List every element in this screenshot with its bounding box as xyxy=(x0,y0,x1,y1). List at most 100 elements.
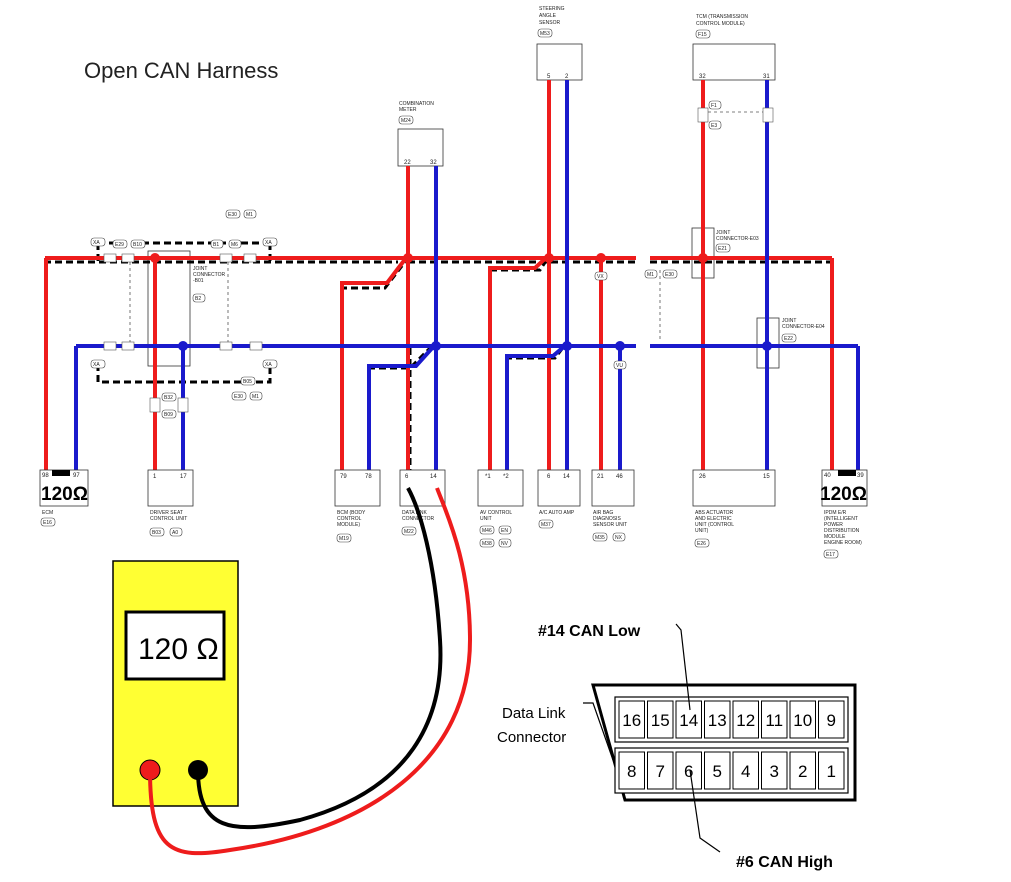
svg-text:31: 31 xyxy=(763,74,770,80)
svg-text:ENGINE ROOM): ENGINE ROOM) xyxy=(824,540,862,546)
can-low-callout: #14 CAN Low xyxy=(538,623,641,640)
svg-text:DATA LINK: DATA LINK xyxy=(402,510,427,516)
dlc-pin-cell xyxy=(618,700,645,739)
red-probe-lead[interactable] xyxy=(148,487,473,856)
svg-text:14: 14 xyxy=(563,474,570,480)
dlc-pin-number-top_row: 14 xyxy=(679,711,698,730)
driver-seat-control-unit: 1 17 DRIVER SEAT CONTROL UNIT B03 A0 xyxy=(147,469,194,537)
splice-dots xyxy=(150,253,772,351)
dlc-pin-cell xyxy=(732,700,759,739)
dlc-label-line2: Connector xyxy=(497,729,566,746)
svg-text:F15: F15 xyxy=(698,32,707,38)
svg-text:98: 98 xyxy=(42,473,49,479)
dlc-label-line1: Data Link xyxy=(502,705,566,722)
dlc-pin-number-bottom_row: 8 xyxy=(627,762,636,781)
svg-text:B09: B09 xyxy=(164,412,173,418)
ipdm-resistor-label: 120Ω xyxy=(820,484,867,505)
dlc-pin-cell xyxy=(789,700,816,739)
dlc-pin-cell xyxy=(704,751,731,790)
svg-text:MODULE: MODULE xyxy=(824,534,846,540)
dlc-pin-cell xyxy=(647,751,674,790)
svg-text:EN: EN xyxy=(501,528,508,534)
svg-text:ABS ACTUATOR: ABS ACTUATOR xyxy=(695,510,734,516)
svg-text:CONTROL UNIT: CONTROL UNIT xyxy=(150,516,187,522)
svg-text:B32: B32 xyxy=(164,395,173,401)
svg-text:SENSOR: SENSOR xyxy=(539,20,561,26)
dlc-pin-cell xyxy=(647,700,674,739)
svg-text:AV CONTROL: AV CONTROL xyxy=(480,510,512,516)
svg-text:A/C AUTO AMP: A/C AUTO AMP xyxy=(539,510,575,516)
svg-text:(INTELLIGENT: (INTELLIGENT xyxy=(824,516,858,522)
svg-text:JOINT: JOINT xyxy=(716,230,730,236)
svg-text:2: 2 xyxy=(565,74,569,80)
svg-text:M1: M1 xyxy=(252,394,259,400)
svg-text:DRIVER SEAT: DRIVER SEAT xyxy=(150,510,183,516)
svg-text:CONNECTOR-E03: CONNECTOR-E03 xyxy=(716,236,759,242)
svg-text:1: 1 xyxy=(153,474,157,480)
meter-display xyxy=(124,610,226,681)
svg-text:B10: B10 xyxy=(133,242,142,248)
svg-text:E29: E29 xyxy=(115,242,124,248)
svg-text:17: 17 xyxy=(180,474,187,480)
svg-text:XA: XA xyxy=(265,362,272,368)
dlc-pin-cell xyxy=(818,700,845,739)
svg-text:NV: NV xyxy=(501,541,509,547)
dlc-pin-cell xyxy=(818,751,845,790)
svg-text:CONNECTOR-E04: CONNECTOR-E04 xyxy=(782,324,825,330)
svg-text:JOINT: JOINT xyxy=(782,318,796,324)
steering-angle-sensor: STEERING ANGLE SENSOR M53 5 2 xyxy=(536,6,583,81)
dlc-pin-number-bottom_row: 3 xyxy=(770,762,779,781)
svg-text:M37: M37 xyxy=(541,522,551,528)
ipdm-module: 40 39 120Ω IPDM E/R (INTELLIGENT POWER D… xyxy=(820,469,868,559)
black-probe-lead[interactable] xyxy=(196,487,443,830)
dlc-pin-number-top_row: 13 xyxy=(708,711,727,730)
svg-text:26: 26 xyxy=(699,474,706,480)
svg-text:M35: M35 xyxy=(595,535,605,541)
svg-text:BCM (BODY: BCM (BODY xyxy=(337,510,366,516)
svg-text:NX: NX xyxy=(615,535,623,541)
svg-text:M1: M1 xyxy=(647,272,654,278)
dlc-pin-cell xyxy=(675,751,702,790)
svg-text:E30: E30 xyxy=(228,212,237,218)
dlc-pin-cell xyxy=(675,700,702,739)
svg-text:M19: M19 xyxy=(339,536,349,542)
svg-text:15: 15 xyxy=(763,474,770,480)
svg-text:UNIT: UNIT xyxy=(480,516,492,522)
svg-text:40: 40 xyxy=(824,473,831,479)
svg-text:6: 6 xyxy=(405,474,409,480)
svg-text:22: 22 xyxy=(404,160,411,166)
dlc-pin-cell xyxy=(789,751,816,790)
svg-text:ECM: ECM xyxy=(42,510,53,516)
svg-text:32: 32 xyxy=(699,74,706,80)
svg-text:ANGLE: ANGLE xyxy=(539,13,557,19)
dlc-pin-cell xyxy=(761,751,788,790)
inline-connectors xyxy=(103,107,774,413)
can-high-callout: #6 CAN High xyxy=(736,854,833,871)
svg-text:UNIT (CONTROL: UNIT (CONTROL xyxy=(695,522,734,528)
dlc-pin-number-bottom_row: 1 xyxy=(827,762,836,781)
svg-text:SENSOR UNIT: SENSOR UNIT xyxy=(593,522,627,528)
svg-text:M53: M53 xyxy=(540,31,550,37)
air-bag-diagnosis-sensor-unit: 21 46 AIR BAG DIAGNOSIS SENSOR UNIT M35 … xyxy=(591,469,635,542)
svg-text:M46: M46 xyxy=(482,528,492,534)
dlc-pin-number-top_row: 11 xyxy=(765,711,783,730)
dlc-pin-cell xyxy=(704,700,731,739)
dlc-pin-number-top_row: 12 xyxy=(736,711,755,730)
svg-text:XA: XA xyxy=(93,240,100,246)
dlc-pin-cell xyxy=(761,700,788,739)
svg-text:JOINT: JOINT xyxy=(193,266,207,272)
svg-text:-B01: -B01 xyxy=(193,278,204,284)
dlc-pin-number-bottom_row: 5 xyxy=(713,762,722,781)
tcm-module: TCM (TRANSMISSION CONTROL MODULE) F15 32… xyxy=(692,14,776,81)
svg-text:M22: M22 xyxy=(404,529,414,535)
svg-text:XA: XA xyxy=(93,362,100,368)
svg-text:E21: E21 xyxy=(718,246,727,252)
svg-text:E16: E16 xyxy=(43,520,52,526)
svg-text:VX: VX xyxy=(597,274,604,280)
can-high-wiring xyxy=(44,80,834,470)
ecm-module: 98 97 120Ω ECM E16 xyxy=(39,469,89,527)
svg-text:COMBINATION: COMBINATION xyxy=(399,101,434,107)
svg-text:CONTROL MODULE): CONTROL MODULE) xyxy=(696,21,745,27)
svg-text:UNIT): UNIT) xyxy=(695,528,709,534)
